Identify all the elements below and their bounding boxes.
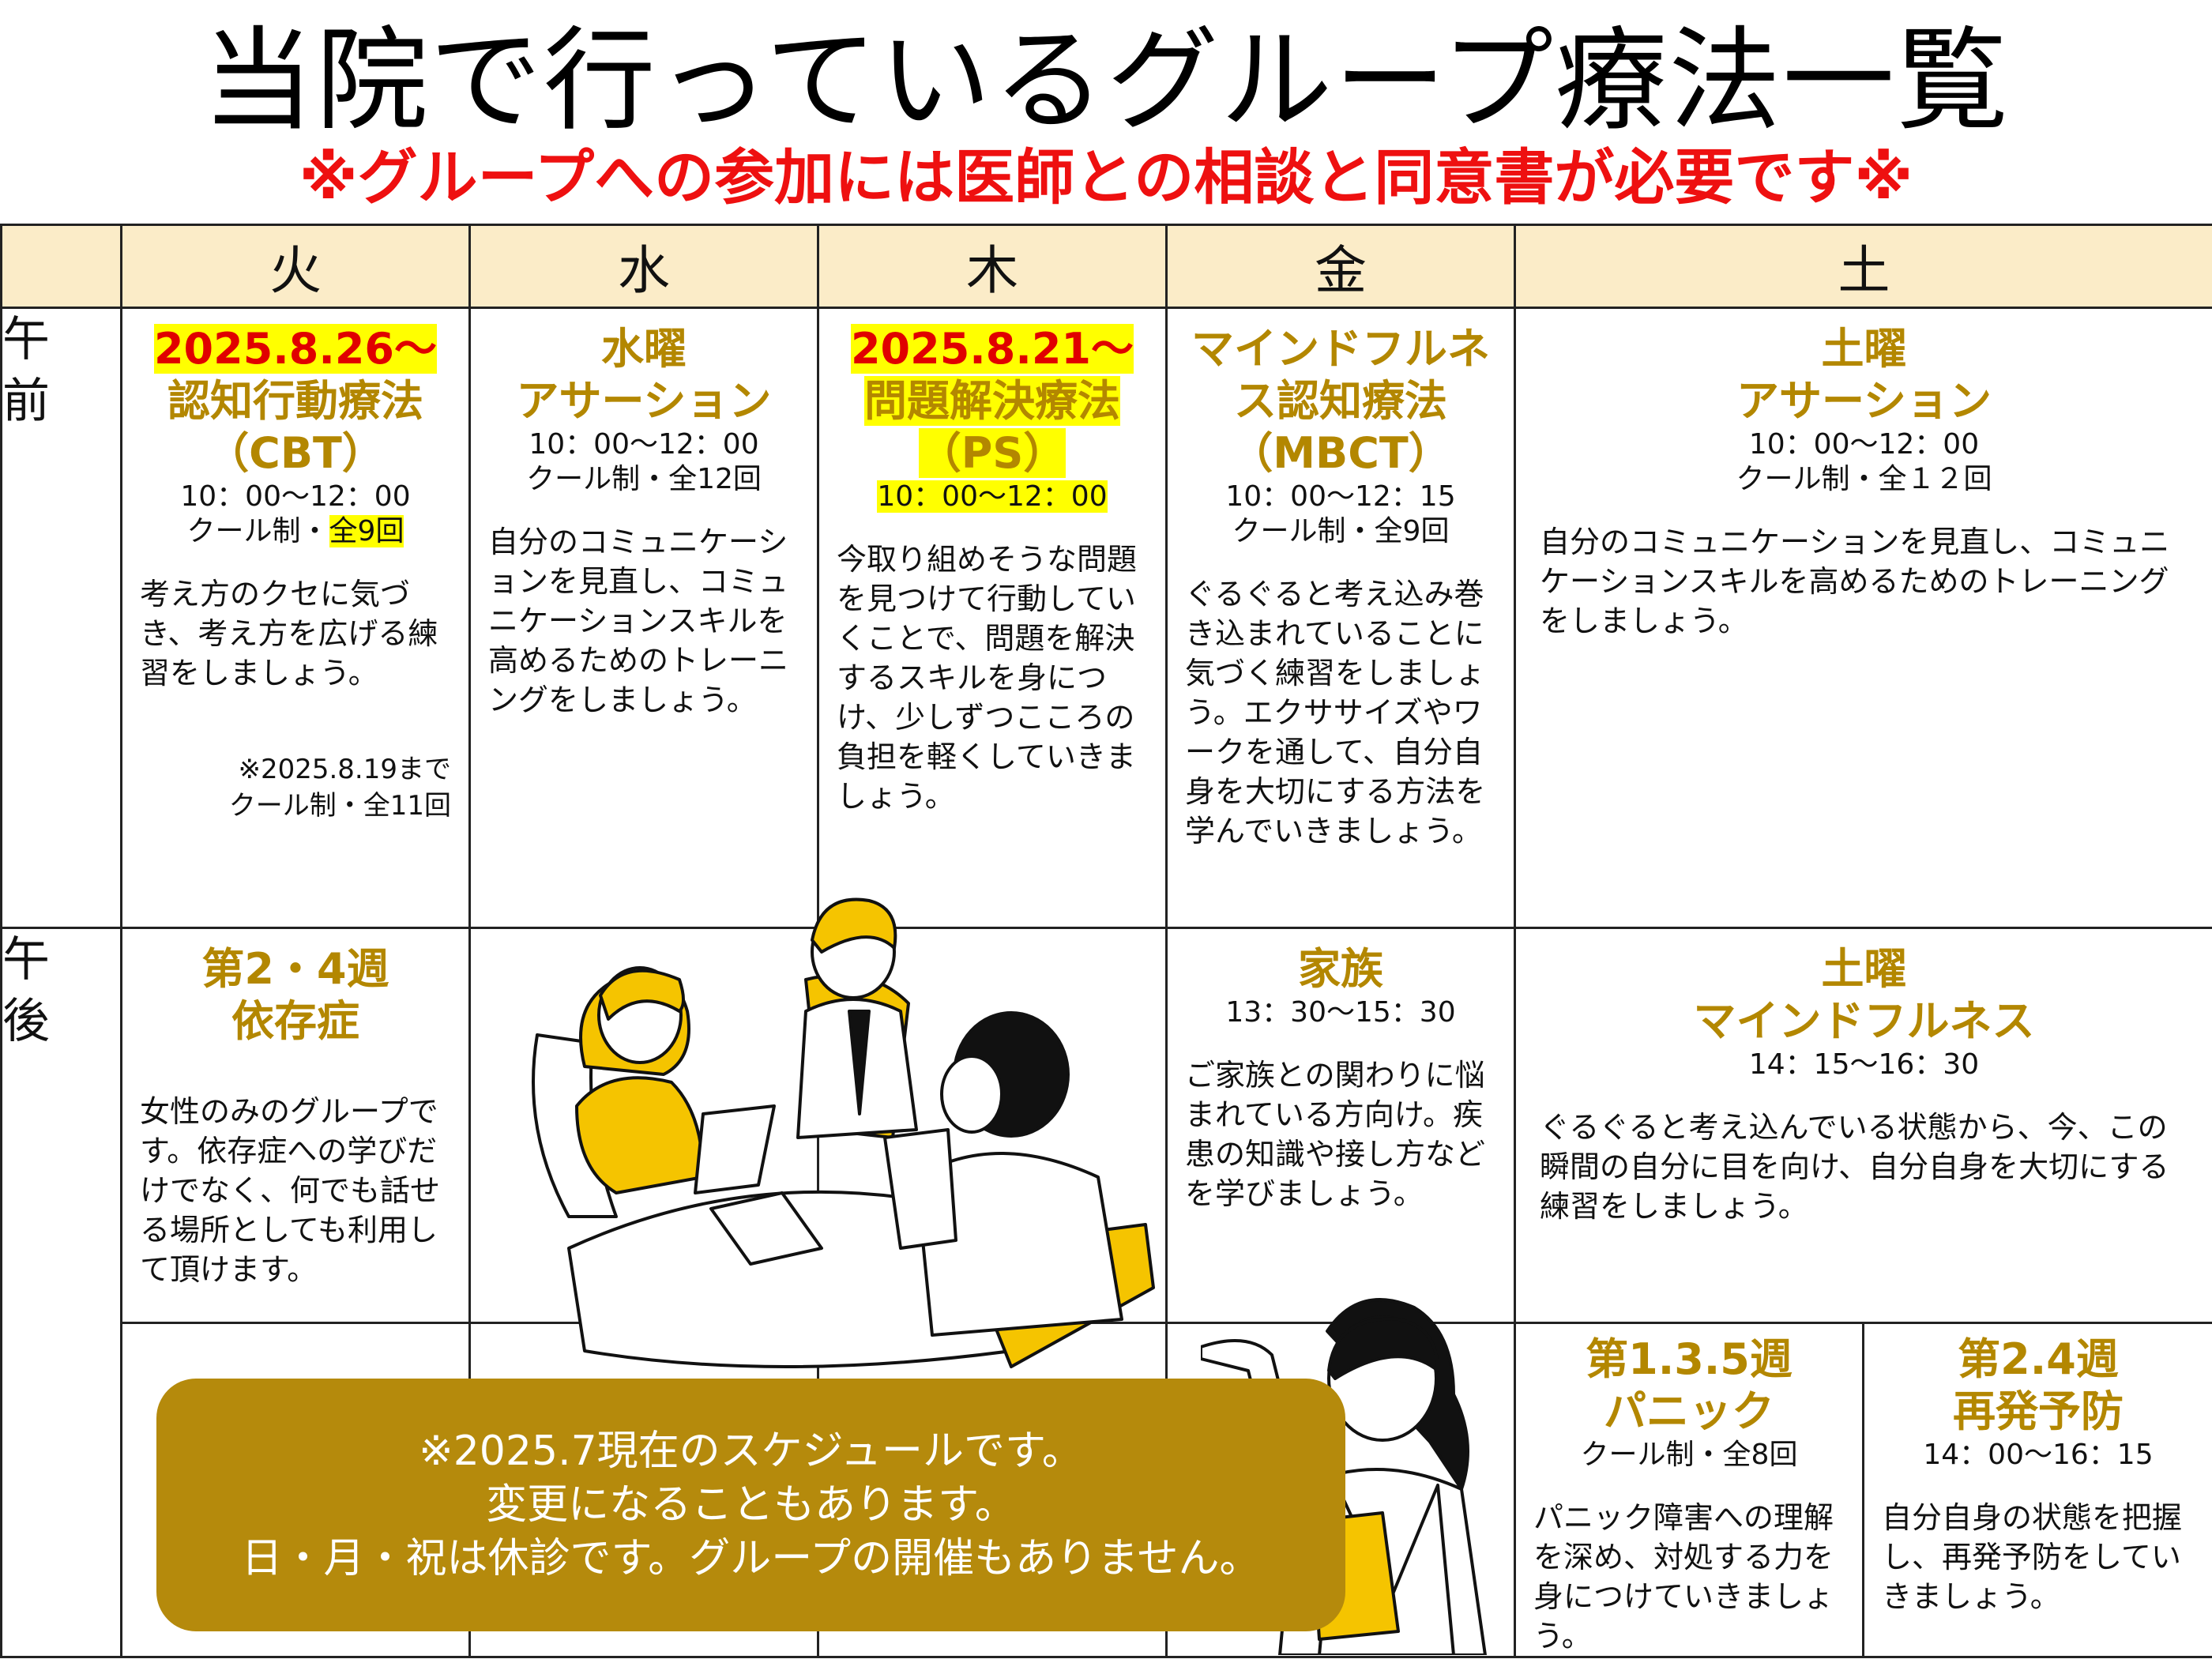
program-time: 14：15〜16：30 [1748, 1048, 1980, 1081]
program-subtitle: アサーション [516, 376, 772, 426]
am-label: 午前 [0, 307, 122, 929]
program-title: 土曜 [1821, 324, 1907, 374]
program-description: ご家族との関わりに悩まれている方向け。疾患の知識や接し方などを学びましょう。 [1185, 1058, 1486, 1211]
day-header-row: 火 水 木 金 土 [0, 224, 2212, 309]
program-title: 第2.4週 [1958, 1334, 2119, 1384]
program-description: 今取り組めそうな問題を見つけて行動していくことで、問題を解決するスキルを身につけ… [837, 542, 1138, 814]
schedule-table: 火 水 木 金 土 午前 2025.8.26〜 認知行動療法 （CBT） 10：… [0, 224, 2212, 1658]
corner-cell [0, 224, 122, 309]
notice-line-2: 変更になることもあります。 [486, 1481, 1016, 1529]
page-title: 当院で行っているグループ療法一覧 [201, 16, 2011, 146]
program-course-info: クール制・全１２回 [1736, 463, 1992, 495]
program-description: 女性のみのグループです。依存症への学びだけでなく、何でも話せる場所としても利用し… [140, 1094, 441, 1287]
program-time: 14：00〜16：15 [1923, 1439, 2154, 1471]
pm-tue-cell: 第2・4週 依存症 女性のみのグループです。依存症への学びだけでなく、何でも話せ… [120, 927, 471, 1324]
program-title-cont: ス認知療法 [1234, 376, 1447, 426]
program-title: 第2・4週 [201, 944, 389, 994]
program-time: 10：00〜12：00 [877, 480, 1108, 513]
pm-sat-a-cell: 第1.3.5週 パニック クール制・全8回 パニック障害への理解を深め、対処する… [1514, 1322, 1864, 1658]
page-subtitle: ※グループへの参加には医師との相談と同意書が必要です※ [299, 142, 1913, 213]
pm-fri-cell: 家族 13：30〜15：30 ご家族との関わりに悩まれている方向け。疾患の知識や… [1165, 927, 1516, 1324]
pm-sat-b-cell: 第2.4週 再発予防 14：00〜16：15 自分自身の状態を把握し、再発予防を… [1862, 1322, 2212, 1658]
program-abbr: （PS） [918, 428, 1066, 478]
day-header-fri: 金 [1165, 224, 1516, 309]
program-time: 10：00〜12：00 [1748, 428, 1980, 461]
program-course-info: クール制・全8回 [1580, 1439, 1798, 1471]
group-meeting-illustration [532, 897, 1155, 1368]
program-subtitle: パニック [1604, 1386, 1774, 1436]
am-fri-cell: マインドフルネ ス認知療法 （MBCT） 10：00〜12：15 クール制・全9… [1165, 307, 1516, 929]
program-description: 自分自身の状態を把握し、再発予防をしていきましょう。 [1882, 1500, 2183, 1614]
program-description: パニック障害への理解を深め、対処する力を身につけていきましょう。 [1533, 1500, 1834, 1653]
program-title: 問題解決療法 [864, 376, 1120, 426]
program-subtitle: 依存症 [231, 996, 359, 1046]
program-time: 10：00〜12：00 [180, 480, 411, 513]
program-title: 第1.3.5週 [1586, 1334, 1793, 1384]
program-time: 13：30〜15：30 [1225, 996, 1456, 1029]
program-course-info: クール制・全12回 [526, 463, 762, 495]
program-title: 水曜 [601, 324, 687, 374]
notice-line-3: 日・月・祝は休診です。グループの開催もありません。 [241, 1535, 1261, 1582]
am-wed-cell: 水曜 アサーション 10：00〜12：00 クール制・全12回 自分のコミュニケ… [468, 307, 819, 929]
program-course-info: クール制・全9回 [186, 515, 404, 547]
pm-row-1: 午後 第2・4週 依存症 女性のみのグループです。依存症への学びだけでなく、何で… [0, 927, 2212, 1658]
am-thu-cell: 2025.8.21〜 問題解決療法 （PS） 10：00〜12：00 今取り組め… [817, 307, 1168, 929]
program-description: ぐるぐると考え込んでいる状態から、今、この瞬間の自分に目を向け、自分自身を大切に… [1540, 1110, 2169, 1224]
program-abbr: （CBT） [206, 428, 385, 478]
program-subtitle: 再発予防 [1953, 1386, 2124, 1436]
pm-sat-cell: 土曜 マインドフルネス 14：15〜16：30 ぐるぐると考え込んでいる状態から… [1514, 927, 2212, 1324]
schedule-notice-banner: ※2025.7現在のスケジュールです。 変更になることもあります。 日・月・祝は… [156, 1379, 1345, 1631]
program-subtitle: マインドフルネス [1693, 996, 2035, 1046]
program-abbr: （MBCT） [1230, 428, 1451, 478]
previous-course-note: ※2025.8.19までクール制・全11回 [228, 754, 451, 822]
program-course-info: クール制・全9回 [1232, 515, 1450, 547]
program-description: 自分のコミュニケーションを見直し、コミュニケーションスキルを高めるためのトレーニ… [488, 525, 789, 717]
am-sat-cell: 土曜 アサーション 10：00〜12：00 クール制・全１２回 自分のコミュニケ… [1514, 307, 2212, 929]
program-description: 自分のコミュニケーションを見直し、コミュニケーションスキルを高めるためのトレーニ… [1540, 525, 2170, 638]
am-row: 午前 2025.8.26〜 認知行動療法 （CBT） 10：00〜12：00 ク… [0, 307, 2212, 929]
day-header-thu: 木 [817, 224, 1168, 309]
day-header-wed: 水 [468, 224, 819, 309]
notice-line-1: ※2025.7現在のスケジュールです。 [419, 1428, 1083, 1475]
program-time: 10：00〜12：00 [529, 428, 759, 461]
program-title: 土曜 [1821, 944, 1907, 994]
program-description: ぐるぐると考え込み巻き込まれていることに気づく練習をしましょう。エクササイズやワ… [1185, 577, 1486, 848]
program-title: 家族 [1298, 944, 1383, 994]
day-header-sat: 土 [1514, 224, 2212, 309]
start-date-badge: 2025.8.26〜 [153, 324, 438, 374]
day-header-tue: 火 [120, 224, 471, 309]
program-title: マインドフルネ [1191, 324, 1490, 374]
am-tue-cell: 2025.8.26〜 認知行動療法 （CBT） 10：00〜12：00 クール制… [120, 307, 471, 929]
pm-label: 午後 [0, 927, 122, 1658]
program-subtitle: アサーション [1736, 376, 1992, 426]
start-date-badge: 2025.8.21〜 [850, 324, 1134, 374]
program-description: 考え方のクセに気づき、考え方を広げる練習をしましょう。 [140, 577, 438, 690]
program-title: 認知行動療法 [167, 376, 423, 426]
program-time: 10：00〜12：15 [1225, 480, 1456, 513]
